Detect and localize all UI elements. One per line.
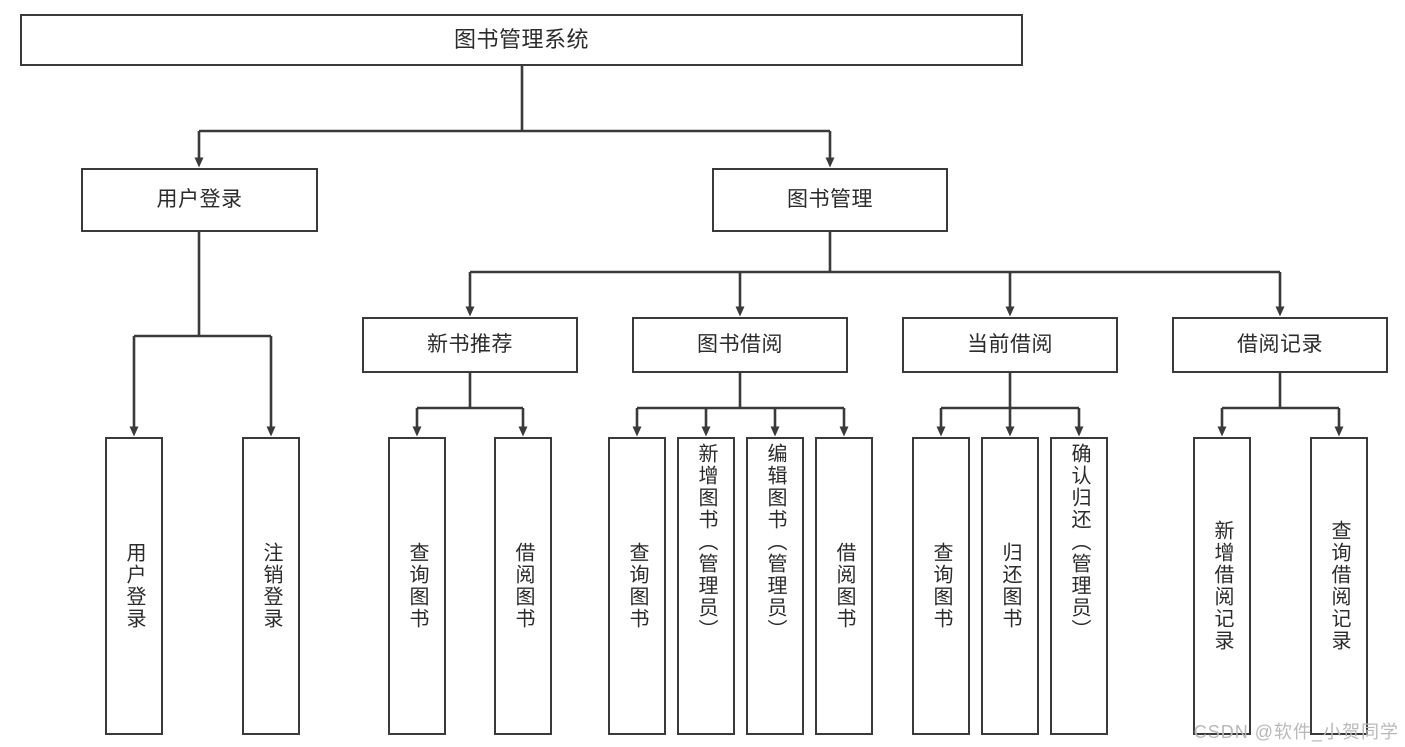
leaf-query-borrow-record[interactable]: 查询借阅记录: [1310, 437, 1368, 735]
leaf-return-books[interactable]: 归还图书: [981, 437, 1039, 735]
leaf-query-books-borrow[interactable]: 查询图书: [608, 437, 666, 735]
node-book-management[interactable]: 图书管理: [712, 168, 948, 232]
node-book-borrowing[interactable]: 图书借阅: [632, 317, 848, 373]
node-label: 查询图书: [406, 542, 428, 630]
node-label: 查询借阅记录: [1328, 520, 1350, 652]
node-label: 图书管理系统: [453, 26, 589, 52]
leaf-query-books-recommend[interactable]: 查询图书: [388, 437, 446, 735]
leaf-borrow-books[interactable]: 借阅图书: [815, 437, 873, 735]
leaf-edit-book-admin[interactable]: 编辑图书（管理员）: [746, 437, 804, 735]
node-label: 新书推荐: [427, 333, 513, 357]
node-label: 新增借阅记录: [1211, 520, 1233, 652]
node-borrow-records[interactable]: 借阅记录: [1172, 317, 1388, 373]
node-new-book-recommendation[interactable]: 新书推荐: [362, 317, 578, 373]
leaf-borrow-books-recommend[interactable]: 借阅图书: [494, 437, 552, 735]
node-label: 新增图书（管理员）: [695, 443, 717, 641]
leaf-logout[interactable]: 注销登录: [242, 437, 300, 735]
node-label: 当前借阅: [967, 333, 1053, 357]
leaf-user-login[interactable]: 用户登录: [105, 437, 163, 735]
node-current-borrowing[interactable]: 当前借阅: [902, 317, 1118, 373]
node-label: 借阅记录: [1237, 333, 1323, 357]
node-label: 图书管理: [787, 188, 873, 212]
node-root-system[interactable]: 图书管理系统: [20, 14, 1023, 66]
node-label: 确认归还（管理员）: [1068, 443, 1090, 641]
leaf-add-borrow-record[interactable]: 新增借阅记录: [1193, 437, 1251, 735]
node-user-login[interactable]: 用户登录: [81, 168, 318, 232]
node-label: 查询图书: [626, 542, 648, 630]
leaf-query-books-current[interactable]: 查询图书: [912, 437, 970, 735]
node-label: 图书借阅: [697, 333, 783, 357]
node-label: 用户登录: [156, 188, 243, 212]
node-label: 借阅图书: [833, 542, 855, 630]
node-label: 编辑图书（管理员）: [764, 443, 786, 641]
node-label: 归还图书: [999, 542, 1021, 630]
leaf-add-book-admin[interactable]: 新增图书（管理员）: [677, 437, 735, 735]
leaf-confirm-return-admin[interactable]: 确认归还（管理员）: [1050, 437, 1108, 735]
node-label: 借阅图书: [512, 542, 534, 630]
node-label: 查询图书: [930, 542, 952, 630]
node-label: 注销登录: [260, 542, 282, 630]
node-label: 用户登录: [123, 542, 145, 630]
